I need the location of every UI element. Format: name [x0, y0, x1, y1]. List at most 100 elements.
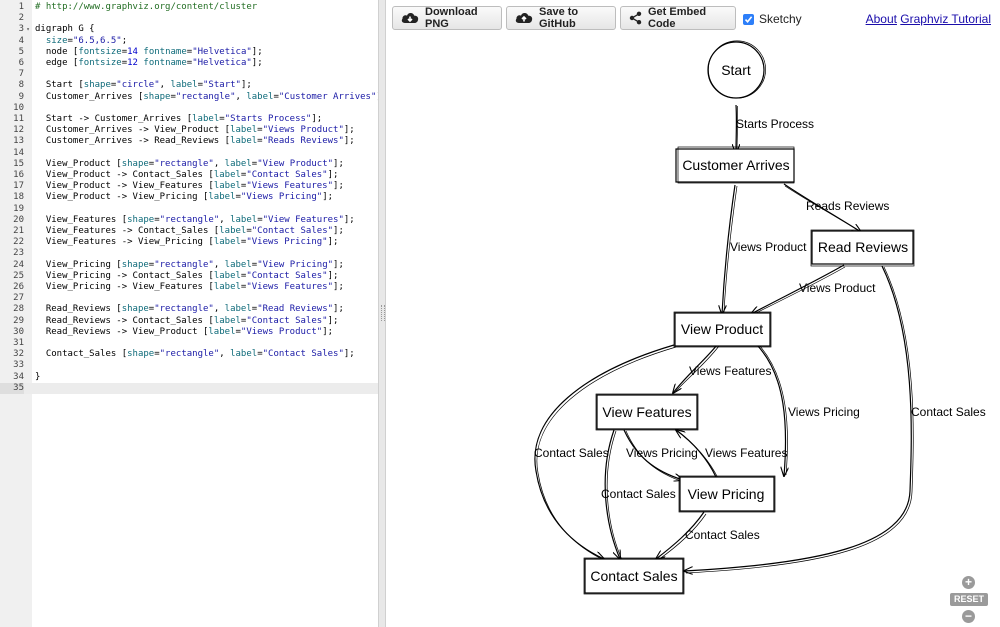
zoom-controls: + RESET −: [948, 576, 988, 624]
edge-reviews-contact: [684, 265, 912, 571]
edge-label-features-pricing: Views Pricing: [626, 446, 698, 460]
editor-line[interactable]: 11 Start -> Customer_Arrives [label="Sta…: [0, 114, 378, 125]
about-link[interactable]: About: [865, 12, 897, 26]
code-text: View_Product -> Contact_Sales [label="Co…: [35, 170, 339, 180]
code-text: View_Features [shape="rectangle", label=…: [35, 214, 355, 225]
reset-zoom-button[interactable]: RESET: [950, 593, 988, 606]
editor-line[interactable]: 7: [0, 69, 378, 80]
code-text: # http://www.graphviz.org/content/cluste…: [35, 2, 258, 12]
editor-line[interactable]: 28 Read_Reviews [shape="rectangle", labe…: [0, 304, 378, 315]
code-text: edge [fontsize=12 fontname="Helvetica"];: [35, 58, 263, 68]
editor-line[interactable]: 10: [0, 103, 378, 114]
editor-line[interactable]: 16 View_Product -> Contact_Sales [label=…: [0, 170, 378, 181]
line-number: 19: [13, 203, 24, 214]
zoom-in-button[interactable]: +: [962, 576, 975, 589]
editor-line[interactable]: 30 Read_Reviews -> View_Product [label="…: [0, 327, 378, 338]
graphviz-tutorial-link[interactable]: Graphviz Tutorial: [900, 12, 991, 26]
get-embed-code-label: Get Embed Code: [648, 6, 707, 30]
line-number: 23: [13, 248, 24, 259]
sketchy-toggle[interactable]: Sketchy: [743, 12, 802, 26]
code-text: View_Features -> Contact_Sales [label="C…: [35, 226, 344, 236]
editor-line[interactable]: 18 View_Product -> View_Pricing [label="…: [0, 192, 378, 203]
line-number: 28: [13, 304, 24, 315]
editor-line[interactable]: 5 node [fontsize=14 fontname="Helvetica"…: [0, 47, 378, 58]
editor-line[interactable]: 35: [0, 382, 378, 394]
node-customer-arrives[interactable]: [675, 146, 795, 184]
splitter-grip[interactable]: [381, 305, 385, 321]
edge-product-features-sketch: [674, 345, 720, 393]
editor-line[interactable]: 8 Start [shape="circle", label="Start"];: [0, 80, 378, 91]
line-number: 11: [13, 114, 24, 124]
edge-label-product-features: Views Features: [689, 364, 771, 378]
editor-line[interactable]: 13 Customer_Arrives -> Read_Reviews [lab…: [0, 136, 378, 147]
editor-line[interactable]: 12 Customer_Arrives -> View_Product [lab…: [0, 125, 378, 136]
editor-line[interactable]: 19: [0, 204, 378, 215]
editor-line[interactable]: 6 edge [fontsize=12 fontname="Helvetica"…: [0, 58, 378, 69]
save-to-github-button[interactable]: Save to GitHub: [506, 6, 616, 30]
line-number: 31: [13, 338, 24, 348]
editor-line[interactable]: 17 View_Product -> View_Features [label=…: [0, 181, 378, 192]
node-view-pricing[interactable]: [678, 475, 776, 513]
editor-line[interactable]: 1# http://www.graphviz.org/content/clust…: [0, 2, 378, 13]
get-embed-code-button[interactable]: Get Embed Code: [620, 6, 736, 30]
editor-line[interactable]: 24 View_Pricing [shape="rectangle", labe…: [0, 260, 378, 271]
code-text: Read_Reviews -> View_Product [label="Vie…: [35, 326, 334, 337]
line-number: 17: [13, 181, 24, 192]
graph-canvas[interactable]: Start Customer Arrives Read Reviews View…: [386, 36, 1000, 627]
code-text: View_Pricing -> View_Features [label="Vi…: [35, 282, 344, 292]
editor-line[interactable]: 15 View_Product [shape="rectangle", labe…: [0, 159, 378, 170]
editor-line[interactable]: 25 View_Pricing -> Contact_Sales [label=…: [0, 271, 378, 282]
code-text: Customer_Arrives [shape="rectangle", lab…: [35, 91, 378, 102]
edge-label-pricing-contact: Contact Sales: [685, 528, 760, 542]
code-editor[interactable]: 1# http://www.graphviz.org/content/clust…: [0, 0, 378, 627]
node-label-view-pricing: View Pricing: [688, 486, 765, 502]
editor-line[interactable]: 9 Customer_Arrives [shape="rectangle", l…: [0, 92, 378, 103]
edge-pricing-contact: [656, 511, 705, 559]
edge-label-customer-reviews: Reads Reviews: [806, 199, 889, 213]
editor-line[interactable]: 23: [0, 248, 378, 259]
node-label-view-product: View Product: [681, 321, 763, 337]
line-number: 27: [13, 293, 24, 304]
node-label-start: Start: [721, 62, 751, 78]
editor-line[interactable]: 14: [0, 148, 378, 159]
line-number: 33: [13, 360, 24, 371]
editor-line[interactable]: 4 size="6.5,6.5";: [0, 36, 378, 47]
editor-line[interactable]: 20 View_Features [shape="rectangle", lab…: [0, 215, 378, 226]
code-text: Start -> Customer_Arrives [label="Starts…: [35, 114, 323, 124]
sketchy-checkbox[interactable]: [743, 13, 754, 25]
checkmark-icon: [744, 15, 753, 23]
code-text: Contact_Sales [shape="rectangle", label=…: [35, 349, 355, 360]
editor-line[interactable]: 32 Contact_Sales [shape="rectangle", lab…: [0, 349, 378, 360]
node-view-features[interactable]: [595, 393, 699, 431]
line-number: 7: [18, 69, 24, 80]
fold-toggle-icon[interactable]: ▾: [26, 26, 30, 34]
download-png-button[interactable]: Download PNG: [392, 6, 502, 30]
editor-line[interactable]: 33: [0, 360, 378, 371]
editor-line[interactable]: 27: [0, 293, 378, 304]
editor-line[interactable]: 34}: [0, 372, 378, 383]
line-number: 26: [13, 282, 24, 292]
sketchy-label: Sketchy: [759, 12, 802, 26]
editor-line[interactable]: 29 Read_Reviews -> Contact_Sales [label=…: [0, 316, 378, 327]
editor-line[interactable]: 26 View_Pricing -> View_Features [label=…: [0, 282, 378, 293]
save-to-github-label: Save to GitHub: [539, 6, 579, 30]
node-label-customer-arrives: Customer Arrives: [682, 157, 789, 173]
editor-line[interactable]: 21 View_Features -> Contact_Sales [label…: [0, 226, 378, 237]
zoom-out-button[interactable]: −: [962, 610, 975, 623]
edge-product-pricing-sketch: [758, 344, 788, 476]
node-view-product[interactable]: [673, 311, 772, 348]
editor-line[interactable]: 3▾digraph G {: [0, 24, 378, 35]
editor-line[interactable]: 2: [0, 13, 378, 24]
pane-splitter[interactable]: [378, 0, 386, 627]
edge-label-start-customer: Starts Process: [736, 117, 814, 131]
node-start[interactable]: [707, 40, 766, 99]
node-contact-sales[interactable]: [583, 557, 685, 595]
node-read-reviews[interactable]: [810, 229, 915, 267]
editor-line[interactable]: 31: [0, 338, 378, 349]
code-text: View_Features -> View_Pricing [label="Vi…: [35, 237, 339, 248]
line-number: 10: [13, 102, 24, 113]
edge-label-pricing-features: Views Features: [705, 446, 787, 460]
edge-label-product-contact: Contact Sales: [534, 446, 609, 460]
toolbar: Download PNG Save to GitHub Get Embed Co…: [386, 0, 1000, 36]
editor-line[interactable]: 22 View_Features -> View_Pricing [label=…: [0, 237, 378, 248]
